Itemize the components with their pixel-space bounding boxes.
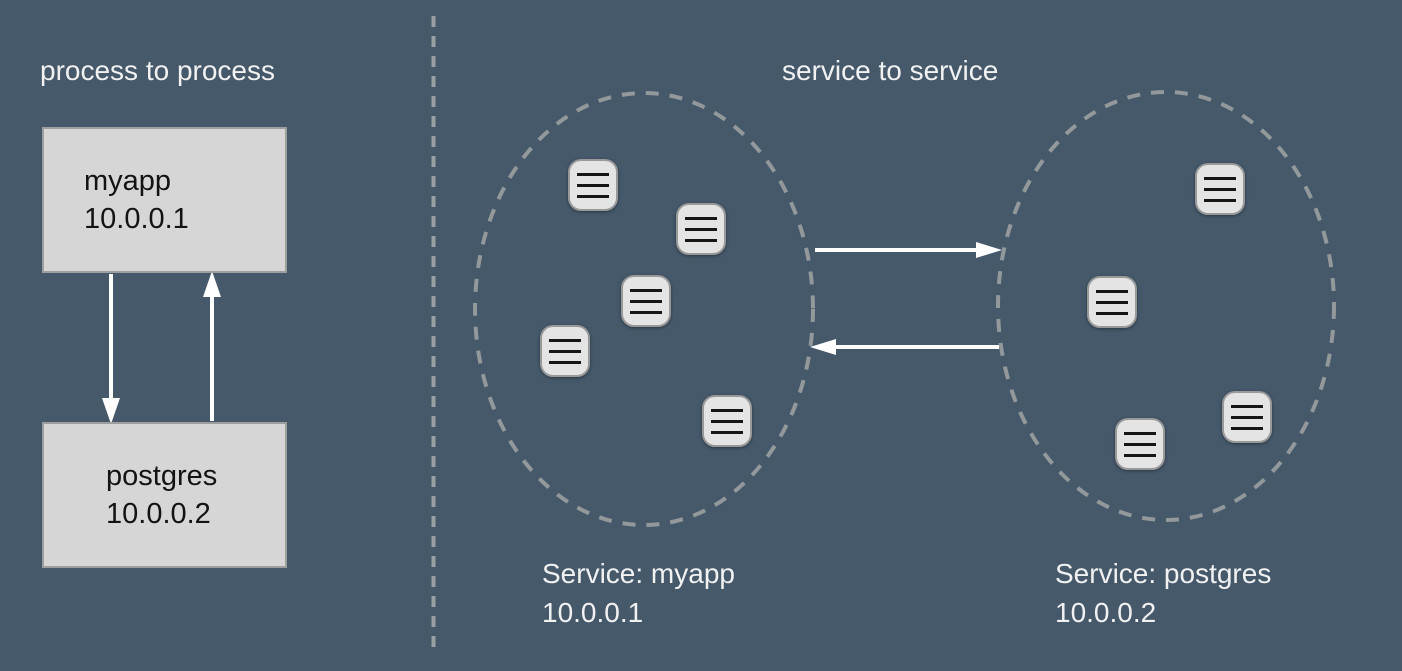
service-label-myapp: Service: myapp 10.0.0.1 xyxy=(542,554,735,632)
icon-line xyxy=(1231,415,1263,419)
instance-icon xyxy=(1222,391,1272,443)
arrow-myapp-to-postgres xyxy=(102,274,120,424)
instance-icon xyxy=(1115,418,1165,470)
instance-icon xyxy=(676,203,726,255)
service-boundary-postgres xyxy=(996,90,1336,522)
right-panel-title: service to service xyxy=(782,55,999,86)
icon-line xyxy=(577,194,609,198)
icon-line xyxy=(685,227,717,231)
icon-line xyxy=(1096,311,1128,315)
icon-line xyxy=(711,419,743,423)
process-name: myapp xyxy=(84,165,172,197)
icon-line xyxy=(685,216,717,220)
icon-line xyxy=(1231,426,1263,430)
arrow-postgres-to-myapp xyxy=(203,271,221,421)
icon-line xyxy=(549,360,581,364)
instance-icon xyxy=(621,275,671,327)
icon-line xyxy=(577,183,609,187)
icon-line xyxy=(577,172,609,176)
instance-icon xyxy=(702,395,752,447)
process-name: postgres xyxy=(106,460,218,492)
icon-line xyxy=(711,430,743,434)
left-panel-title: process to process xyxy=(40,55,275,86)
icon-line xyxy=(1096,289,1128,293)
icon-line xyxy=(1124,442,1156,446)
service-name: Service: postgres xyxy=(1055,558,1272,589)
process-ip: 10.0.0.2 xyxy=(106,498,211,530)
process-box-myapp: myapp 10.0.0.1 xyxy=(42,127,287,273)
service-ip: 10.0.0.2 xyxy=(1055,597,1157,628)
service-name: Service: myapp xyxy=(542,558,735,589)
icon-line xyxy=(630,288,662,292)
icon-line xyxy=(630,310,662,314)
icon-line xyxy=(685,238,717,242)
instance-icon xyxy=(568,159,618,211)
arrow-service-myapp-to-postgres xyxy=(815,242,1002,258)
icon-line xyxy=(630,299,662,303)
icon-line xyxy=(549,349,581,353)
instance-icon xyxy=(1087,276,1137,328)
icon-line xyxy=(1124,453,1156,457)
icon-line xyxy=(1124,431,1156,435)
icon-line xyxy=(1204,187,1236,191)
icon-line xyxy=(549,338,581,342)
process-ip: 10.0.0.1 xyxy=(84,203,189,235)
instance-icon xyxy=(1195,163,1245,215)
icon-line xyxy=(1096,300,1128,304)
icon-line xyxy=(1204,198,1236,202)
process-box-postgres: postgres 10.0.0.2 xyxy=(42,422,287,568)
arrow-service-postgres-to-myapp xyxy=(810,339,999,355)
instance-icon xyxy=(540,325,590,377)
service-label-postgres: Service: postgres 10.0.0.2 xyxy=(1055,554,1271,632)
icon-line xyxy=(711,408,743,412)
service-ip: 10.0.0.1 xyxy=(542,597,644,628)
icon-line xyxy=(1231,404,1263,408)
icon-line xyxy=(1204,176,1236,180)
